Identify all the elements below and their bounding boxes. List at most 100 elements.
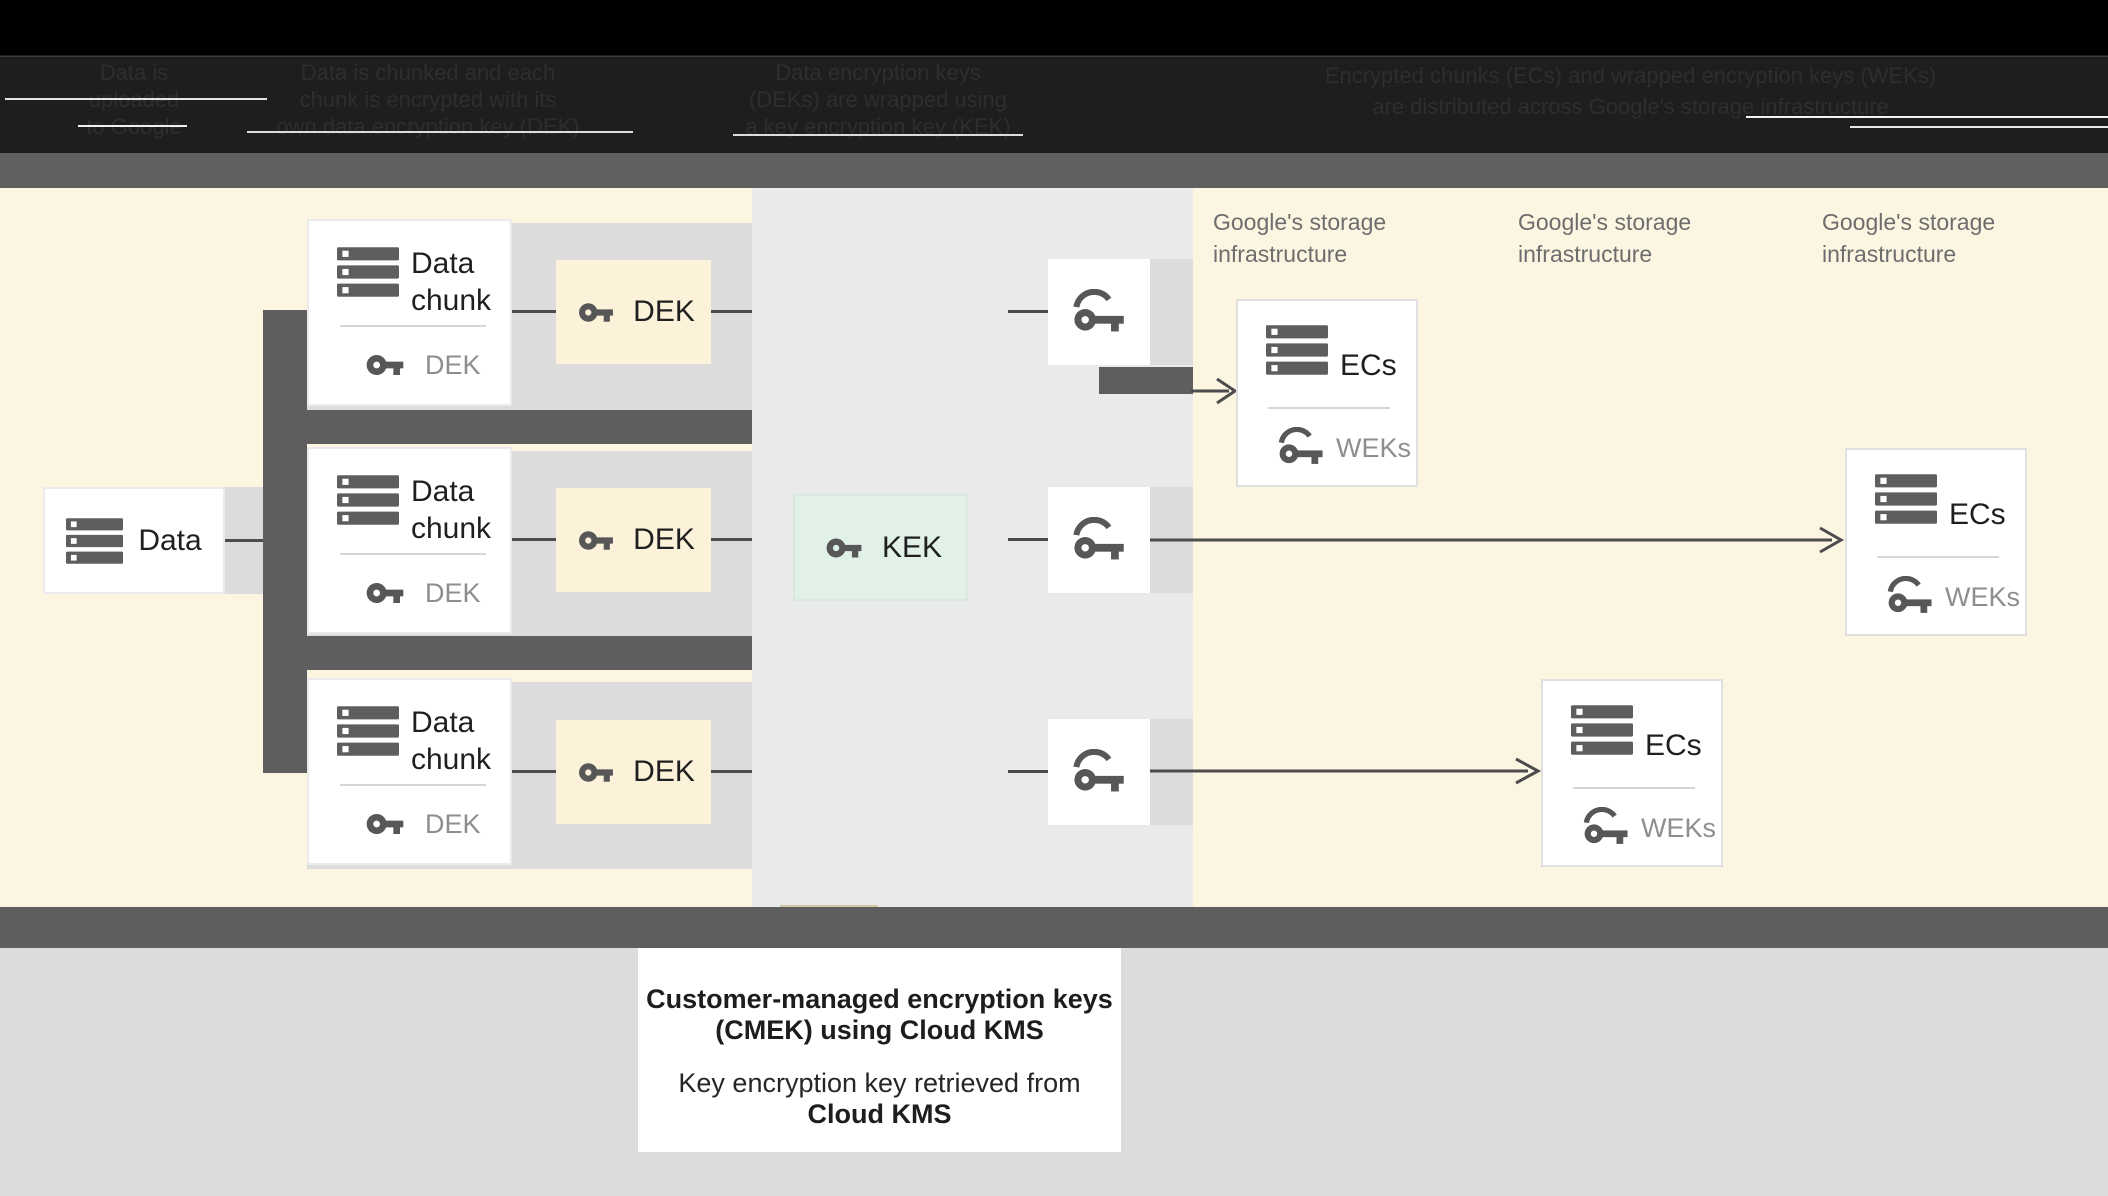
caption-box: Customer-managed encryption keys (CMEK) … <box>638 948 1121 1152</box>
wrapped-key-icon <box>1581 807 1631 847</box>
key-icon <box>572 522 620 559</box>
storage-zone-label-line: Google's storage <box>1518 209 1692 235</box>
header-black-area <box>0 0 2108 55</box>
header-text-band <box>0 55 2108 153</box>
wrapped-key-icon <box>1070 749 1128 795</box>
key-icon <box>359 804 411 844</box>
chunk-key-label: DEK <box>425 350 481 380</box>
chunk-title-line: chunk <box>411 284 492 317</box>
connector-line <box>512 770 556 773</box>
card-divider <box>340 784 486 786</box>
caption-line: (CMEK) using Cloud KMS <box>715 1015 1044 1045</box>
storage-zone-label-line: Google's storage <box>1822 209 1996 235</box>
connector-line <box>711 538 752 541</box>
data-box-label: Data <box>138 523 202 557</box>
arrow-to-ec-1 <box>1191 377 1238 405</box>
storage-zone-label: Google's storage infrastructure <box>1822 206 1995 270</box>
connector-line <box>711 310 752 313</box>
dek-box: DEK <box>556 720 711 824</box>
kek-box-label: KEK <box>881 530 943 564</box>
arrow-to-ec-2 <box>1150 526 1845 554</box>
connector-line <box>711 770 752 773</box>
chunk-card-title: Data chunk <box>411 704 491 778</box>
storage-icon <box>337 706 399 756</box>
connector-line <box>512 310 556 313</box>
storage-zone-label-line: infrastructure <box>1822 241 1957 267</box>
data-chunk-card: Data chunk DEK <box>307 678 512 865</box>
caption-line: Customer-managed encryption keys <box>646 984 1113 1014</box>
data-box: Data <box>43 487 225 594</box>
chunk-title-line: Data <box>411 706 475 739</box>
link-underline <box>78 125 187 127</box>
chunk-key-label: DEK <box>425 809 481 839</box>
chunk-title-line: Data <box>411 475 475 508</box>
data-chunk-card: Data chunk DEK <box>307 447 512 634</box>
ec-card: ECs WEKs <box>1845 448 2027 636</box>
connector-line <box>512 538 556 541</box>
kek-box: KEK <box>793 494 968 601</box>
ec-card-title: ECs <box>1340 349 1397 382</box>
wrapped-key-box <box>1048 719 1150 825</box>
fan-out-bar <box>263 410 752 444</box>
top-separator-bar <box>0 153 2108 188</box>
header-step-2-line: chunk is encrypted with its <box>299 87 557 112</box>
storage-icon <box>66 517 124 564</box>
header-step-2: Data is chunked and each chunk is encryp… <box>270 59 586 140</box>
connector-line <box>1008 538 1048 541</box>
header-step-3-line: Data encryption keys <box>775 60 981 85</box>
ec-card-title: ECs <box>1645 729 1702 762</box>
key-icon <box>359 345 411 385</box>
connector-line <box>225 539 263 542</box>
storage-icon <box>1875 474 1937 524</box>
card-divider <box>1877 556 1999 558</box>
data-chunk-card: Data chunk DEK <box>307 219 512 406</box>
header-step-4-link[interactable]: are distributed across Google's storage … <box>1372 94 1889 119</box>
storage-icon <box>1266 325 1328 375</box>
header-step-2-line: Data is chunked and each <box>300 60 556 85</box>
storage-zone-label-line: infrastructure <box>1518 241 1653 267</box>
link-underline <box>247 131 633 133</box>
caption-line: Key encryption key retrieved from <box>678 1068 1081 1098</box>
card-divider <box>340 325 486 327</box>
key-icon <box>819 529 869 567</box>
link-underline <box>5 98 267 100</box>
caption-line: Cloud KMS <box>807 1099 952 1129</box>
storage-zone-label: Google's storage infrastructure <box>1518 206 1691 270</box>
storage-icon <box>1571 705 1633 755</box>
connector-line <box>1008 770 1048 773</box>
header-step-1-line: Data is <box>99 60 169 85</box>
card-divider <box>340 553 486 555</box>
card-divider <box>1573 787 1695 789</box>
arrow-to-ec-3 <box>1150 757 1542 785</box>
dek-box: DEK <box>556 488 711 592</box>
wrapped-key-icon <box>1276 427 1326 467</box>
storage-icon <box>337 247 399 297</box>
header-step-4-line: Encrypted chunks (ECs) and wrapped encry… <box>1324 63 1937 88</box>
wrapped-key-icon <box>1885 576 1935 616</box>
link-underline <box>1850 126 2108 128</box>
chunk-title-line: Data <box>411 247 475 280</box>
dek-box-label: DEK <box>633 295 695 328</box>
ec-card-key-label: WEKs <box>1336 433 1412 463</box>
wrapped-key-icon <box>1070 289 1128 335</box>
fan-out-bar <box>263 636 752 670</box>
header-step-3: Data encryption keys (DEKs) are wrapped … <box>718 59 1038 140</box>
connector-line <box>1008 310 1048 313</box>
bottom-separator-bar <box>0 907 2108 948</box>
header-step-4: Encrypted chunks (ECs) and wrapped encry… <box>1308 60 1953 122</box>
header-step-2-link[interactable]: own data encryption key (DEK) <box>276 114 580 139</box>
wrapped-key-icon <box>1070 517 1128 563</box>
ec-card: ECs WEKs <box>1541 679 1723 867</box>
wrapped-key-stub <box>1150 259 1193 365</box>
card-divider <box>1268 407 1390 409</box>
storage-icon <box>337 475 399 525</box>
storage-zone-label-line: infrastructure <box>1213 241 1348 267</box>
header-step-3-line: (DEKs) are wrapped using <box>748 87 1007 112</box>
key-icon <box>359 573 411 613</box>
key-icon <box>572 754 620 791</box>
storage-zone-label-line: Google's storage <box>1213 209 1387 235</box>
ec-card-key-label: WEKs <box>1945 582 2021 612</box>
key-icon <box>572 294 620 331</box>
chunk-card-title: Data chunk <box>411 245 491 319</box>
